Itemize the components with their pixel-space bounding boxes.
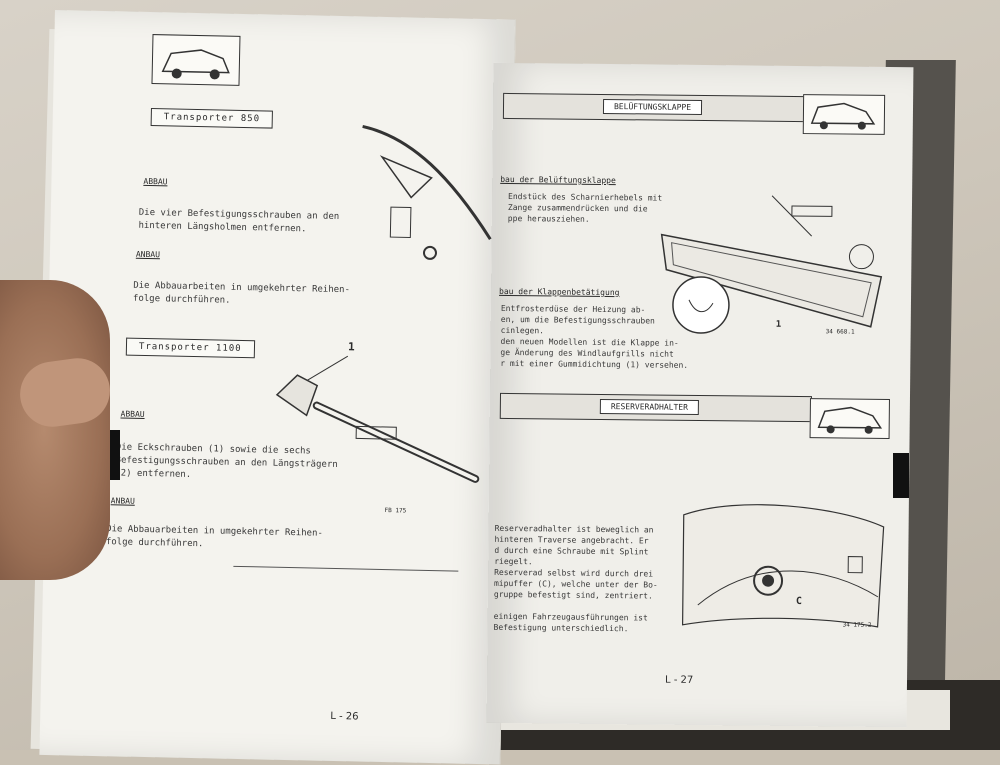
sub1-text: Endstück des Scharnierhebels mit Zange z… xyxy=(507,191,663,224)
figure-ref: FB 175 xyxy=(384,507,407,515)
section2-anbau-text: Die Abbauarbeiten in umgekehrter Reihen-… xyxy=(105,524,323,550)
callout-1: 1 xyxy=(347,340,355,354)
fig1-callout: 1 xyxy=(775,319,782,330)
car-icon xyxy=(151,34,241,86)
section1-anbau-text: Die Abbauarbeiten in umgekehrter Reihen-… xyxy=(132,280,351,306)
page-number-right: L - 27 xyxy=(664,674,694,686)
spare-wheel-illustration xyxy=(681,504,885,628)
anbau-heading-2: ANBAU xyxy=(110,496,135,506)
fig2-callout: C xyxy=(795,596,802,608)
fig1-ref: 34 668.1 xyxy=(825,328,855,336)
hand xyxy=(0,280,110,580)
banner-label-2: RESERVERADHALTER xyxy=(599,398,700,415)
banner-label-1: BELÜFTUNGSKLAPPE xyxy=(602,98,703,116)
hinge-illustration xyxy=(362,125,492,260)
detail-circle xyxy=(672,276,730,334)
index-tab-right xyxy=(893,453,909,498)
abbau-heading-2: ABBAU xyxy=(120,409,145,419)
section-title-transporter-1100: Transporter 1100 xyxy=(125,337,255,359)
sub2-text: Entfrosterdüse der Heizung ab- en, um di… xyxy=(500,303,689,370)
section1-text: Die vier Befestigungsschrauben an den hi… xyxy=(138,207,340,235)
divider-line xyxy=(233,565,459,572)
sub3-text: Reserveradhalter ist beweglich an hinter… xyxy=(493,523,658,634)
vent-flap-illustration xyxy=(660,195,883,328)
bumper-illustration xyxy=(275,355,480,483)
car-icon-2 xyxy=(802,94,886,135)
sub-heading-2: bau der Klappenbetätigung xyxy=(499,286,620,298)
page-number-left: L - 26 xyxy=(330,710,359,723)
left-page: Transporter 850 ABBAU Die vier Befestigu… xyxy=(39,10,516,765)
abbau-heading: ABBAU xyxy=(143,176,168,187)
anbau-heading: ANBAU xyxy=(135,249,161,260)
section-title-transporter-850: Transporter 850 xyxy=(150,108,274,129)
car-icon-3 xyxy=(809,398,890,439)
sub-heading-1: bau der Belüftungsklappe xyxy=(500,174,616,186)
right-page: BELÜFTUNGSKLAPPE bau der Belüftungsklapp… xyxy=(486,62,914,728)
fig2-ref: 34 175.2 xyxy=(842,621,872,629)
